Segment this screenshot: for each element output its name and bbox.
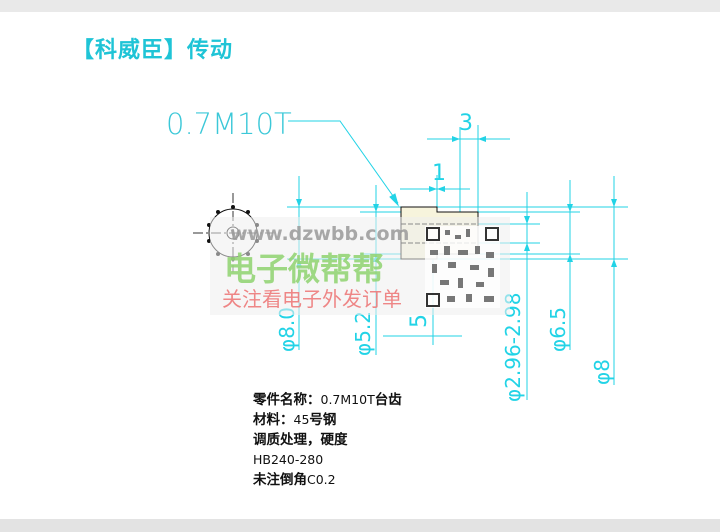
watermark-brand: 电子微帮帮 <box>224 250 384 288</box>
watermark-slogan: 关注看电子外发订单 <box>222 287 402 311</box>
dim-label-3: 3 <box>459 111 473 136</box>
dim-label-5: 5 <box>407 314 432 328</box>
bottom-band <box>0 519 720 532</box>
note-chamfer: 未注倒角C0.2 <box>253 472 336 488</box>
page-title: 【科威臣】传动 <box>72 38 234 63</box>
dim-label-d8: φ8 <box>590 359 614 385</box>
note-material: 材料：45号钢 <box>253 412 337 428</box>
dim-label-1: 1 <box>432 161 446 186</box>
note-treatment: 调质处理，硬度 <box>253 432 348 448</box>
dim-label-d6-5: φ6.5 <box>546 307 570 352</box>
part-label: 0.7M10T <box>166 107 292 141</box>
qr-code <box>425 226 500 308</box>
watermark-url: www.dzwbb.com <box>230 223 409 245</box>
leader-arrow <box>389 193 399 207</box>
leader-line <box>288 120 399 204</box>
note-hardness: HB240-280 <box>253 452 324 467</box>
part-notes: 零件名称：0.7M10T台齿 材料：45号钢 调质处理，硬度 HB240-280… <box>253 390 402 490</box>
top-band <box>0 0 720 12</box>
note-part-name: 零件名称：0.7M10T台齿 <box>253 392 402 408</box>
dim-label-d5-2: φ5.2 <box>351 311 375 356</box>
